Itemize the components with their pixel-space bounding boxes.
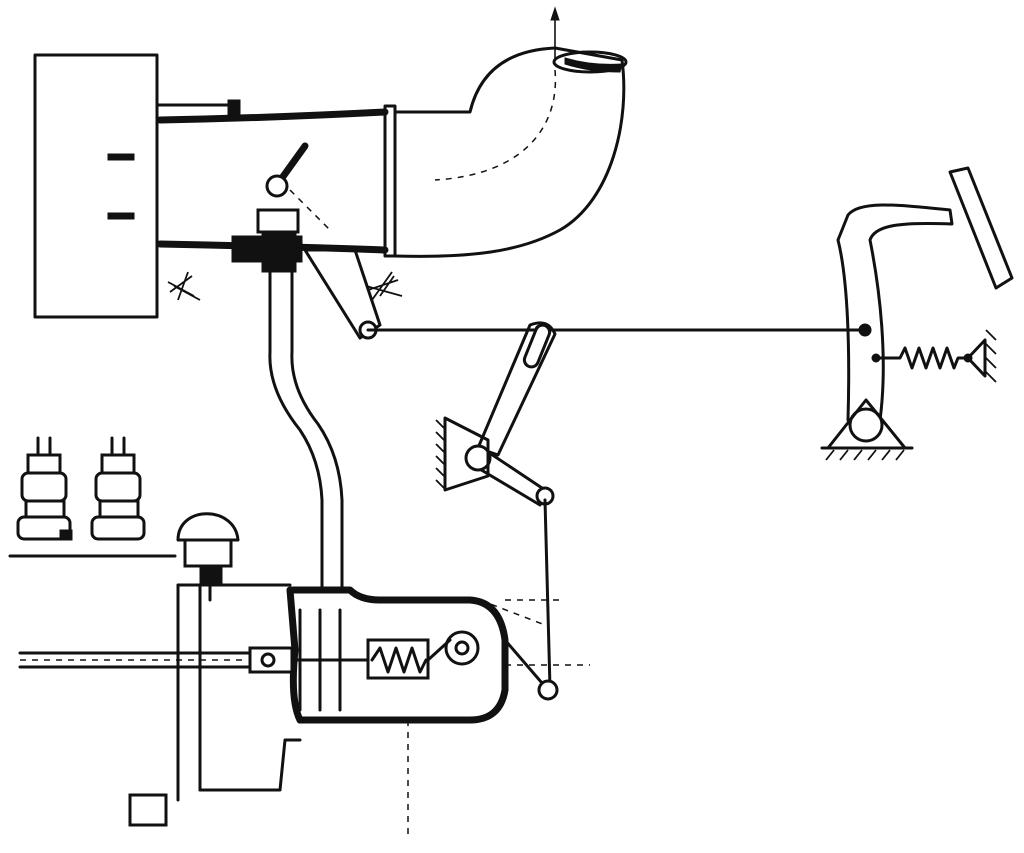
governor-spring: [366, 638, 430, 680]
intake-elbow: [393, 6, 628, 258]
accelerator-pedal: [820, 166, 1014, 461]
pump-housing: [8, 512, 302, 827]
throttle-butterfly: [256, 142, 331, 273]
pivot-hatch-right: [365, 271, 403, 301]
injector-nozzle-2: [90, 436, 146, 541]
governor-lever: [426, 630, 480, 666]
control-rack: [18, 646, 370, 674]
throttle-lever: [303, 248, 382, 340]
pull-rod: [543, 498, 552, 690]
throttle-rod: [366, 323, 872, 337]
pivot-hatch-left: [167, 271, 201, 301]
bell-crank: [435, 321, 557, 507]
governor-output-lever: [479, 599, 590, 701]
air-cleaner: [33, 53, 237, 319]
return-spring: [871, 329, 997, 383]
fuel-line: [268, 270, 344, 592]
injector-nozzle-1: [16, 436, 73, 541]
